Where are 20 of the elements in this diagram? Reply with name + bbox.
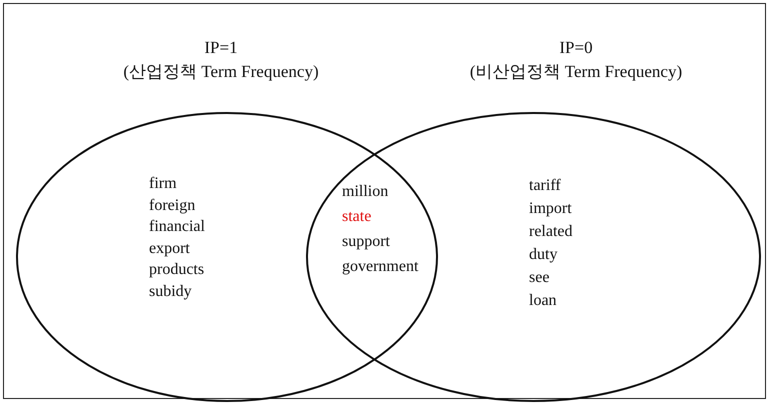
shared-term: state: [342, 207, 372, 227]
shared-term: million: [342, 182, 388, 202]
set-heading: (산업정책 Term Frequency): [123, 61, 319, 83]
set-heading: IP=0: [559, 37, 593, 59]
term: products: [149, 260, 204, 280]
term: import: [529, 199, 572, 219]
set-heading: (비산업정책 Term Frequency): [470, 61, 682, 83]
term: foreign: [149, 196, 196, 216]
shared-term: support: [342, 232, 390, 252]
set-heading: IP=1: [204, 37, 238, 59]
term: financial: [149, 217, 205, 237]
term: tariff: [529, 176, 561, 196]
term: duty: [529, 245, 558, 265]
term: export: [149, 238, 190, 258]
term: subidy: [149, 282, 192, 302]
term: see: [529, 268, 550, 288]
term: loan: [529, 291, 557, 311]
shared-term: government: [342, 257, 418, 277]
term: firm: [149, 174, 177, 194]
term: related: [529, 222, 573, 242]
